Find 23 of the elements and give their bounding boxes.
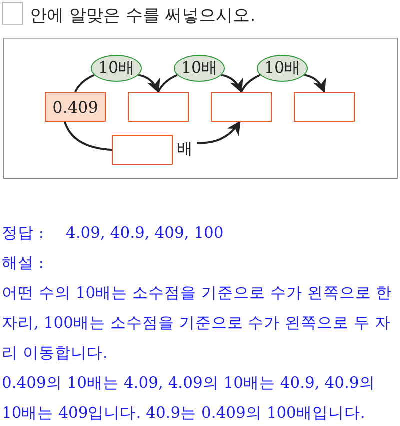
multiplier-ellipse xyxy=(257,55,308,82)
arrow xyxy=(138,74,160,94)
answer-box xyxy=(112,135,173,165)
node-text: 10배 xyxy=(98,58,135,79)
multiplier-ellipse xyxy=(91,55,142,82)
number-box xyxy=(45,92,106,122)
arrow xyxy=(304,74,326,94)
arrow xyxy=(196,120,241,144)
title: 안에 알맞은 수를 써넣으시오. xyxy=(30,5,256,27)
answer-box xyxy=(128,92,189,122)
explanation-text: 0.409의 10배는 4.09, 4.09의 10배는 40.9, 40.9의 10배는 409입니다. 40.9는 0.409의 100배입니다. xyxy=(2,373,376,424)
arrow xyxy=(221,74,243,94)
node-text: 10배 xyxy=(264,58,301,79)
node-text: 10배 xyxy=(181,58,218,79)
answer-text: 정답 : xyxy=(2,223,44,244)
multiplier-ellipse xyxy=(174,55,225,82)
beside-text: 배 xyxy=(177,139,193,160)
answer-box xyxy=(211,92,272,122)
answer-text: 해설 : xyxy=(2,253,44,274)
node-text: 0.409 xyxy=(52,98,98,116)
answer-text: 4.09, 40.9, 409, 100 xyxy=(66,223,224,244)
explanation-text: 어떤 수의 10배는 소수점을 기준으로 수가 왼쪽으로 한 자리, 100배는 소수점을 기준으로 수가 왼쪽으로 두 자리 이동합니다. xyxy=(2,283,394,364)
answer-box xyxy=(294,92,355,122)
